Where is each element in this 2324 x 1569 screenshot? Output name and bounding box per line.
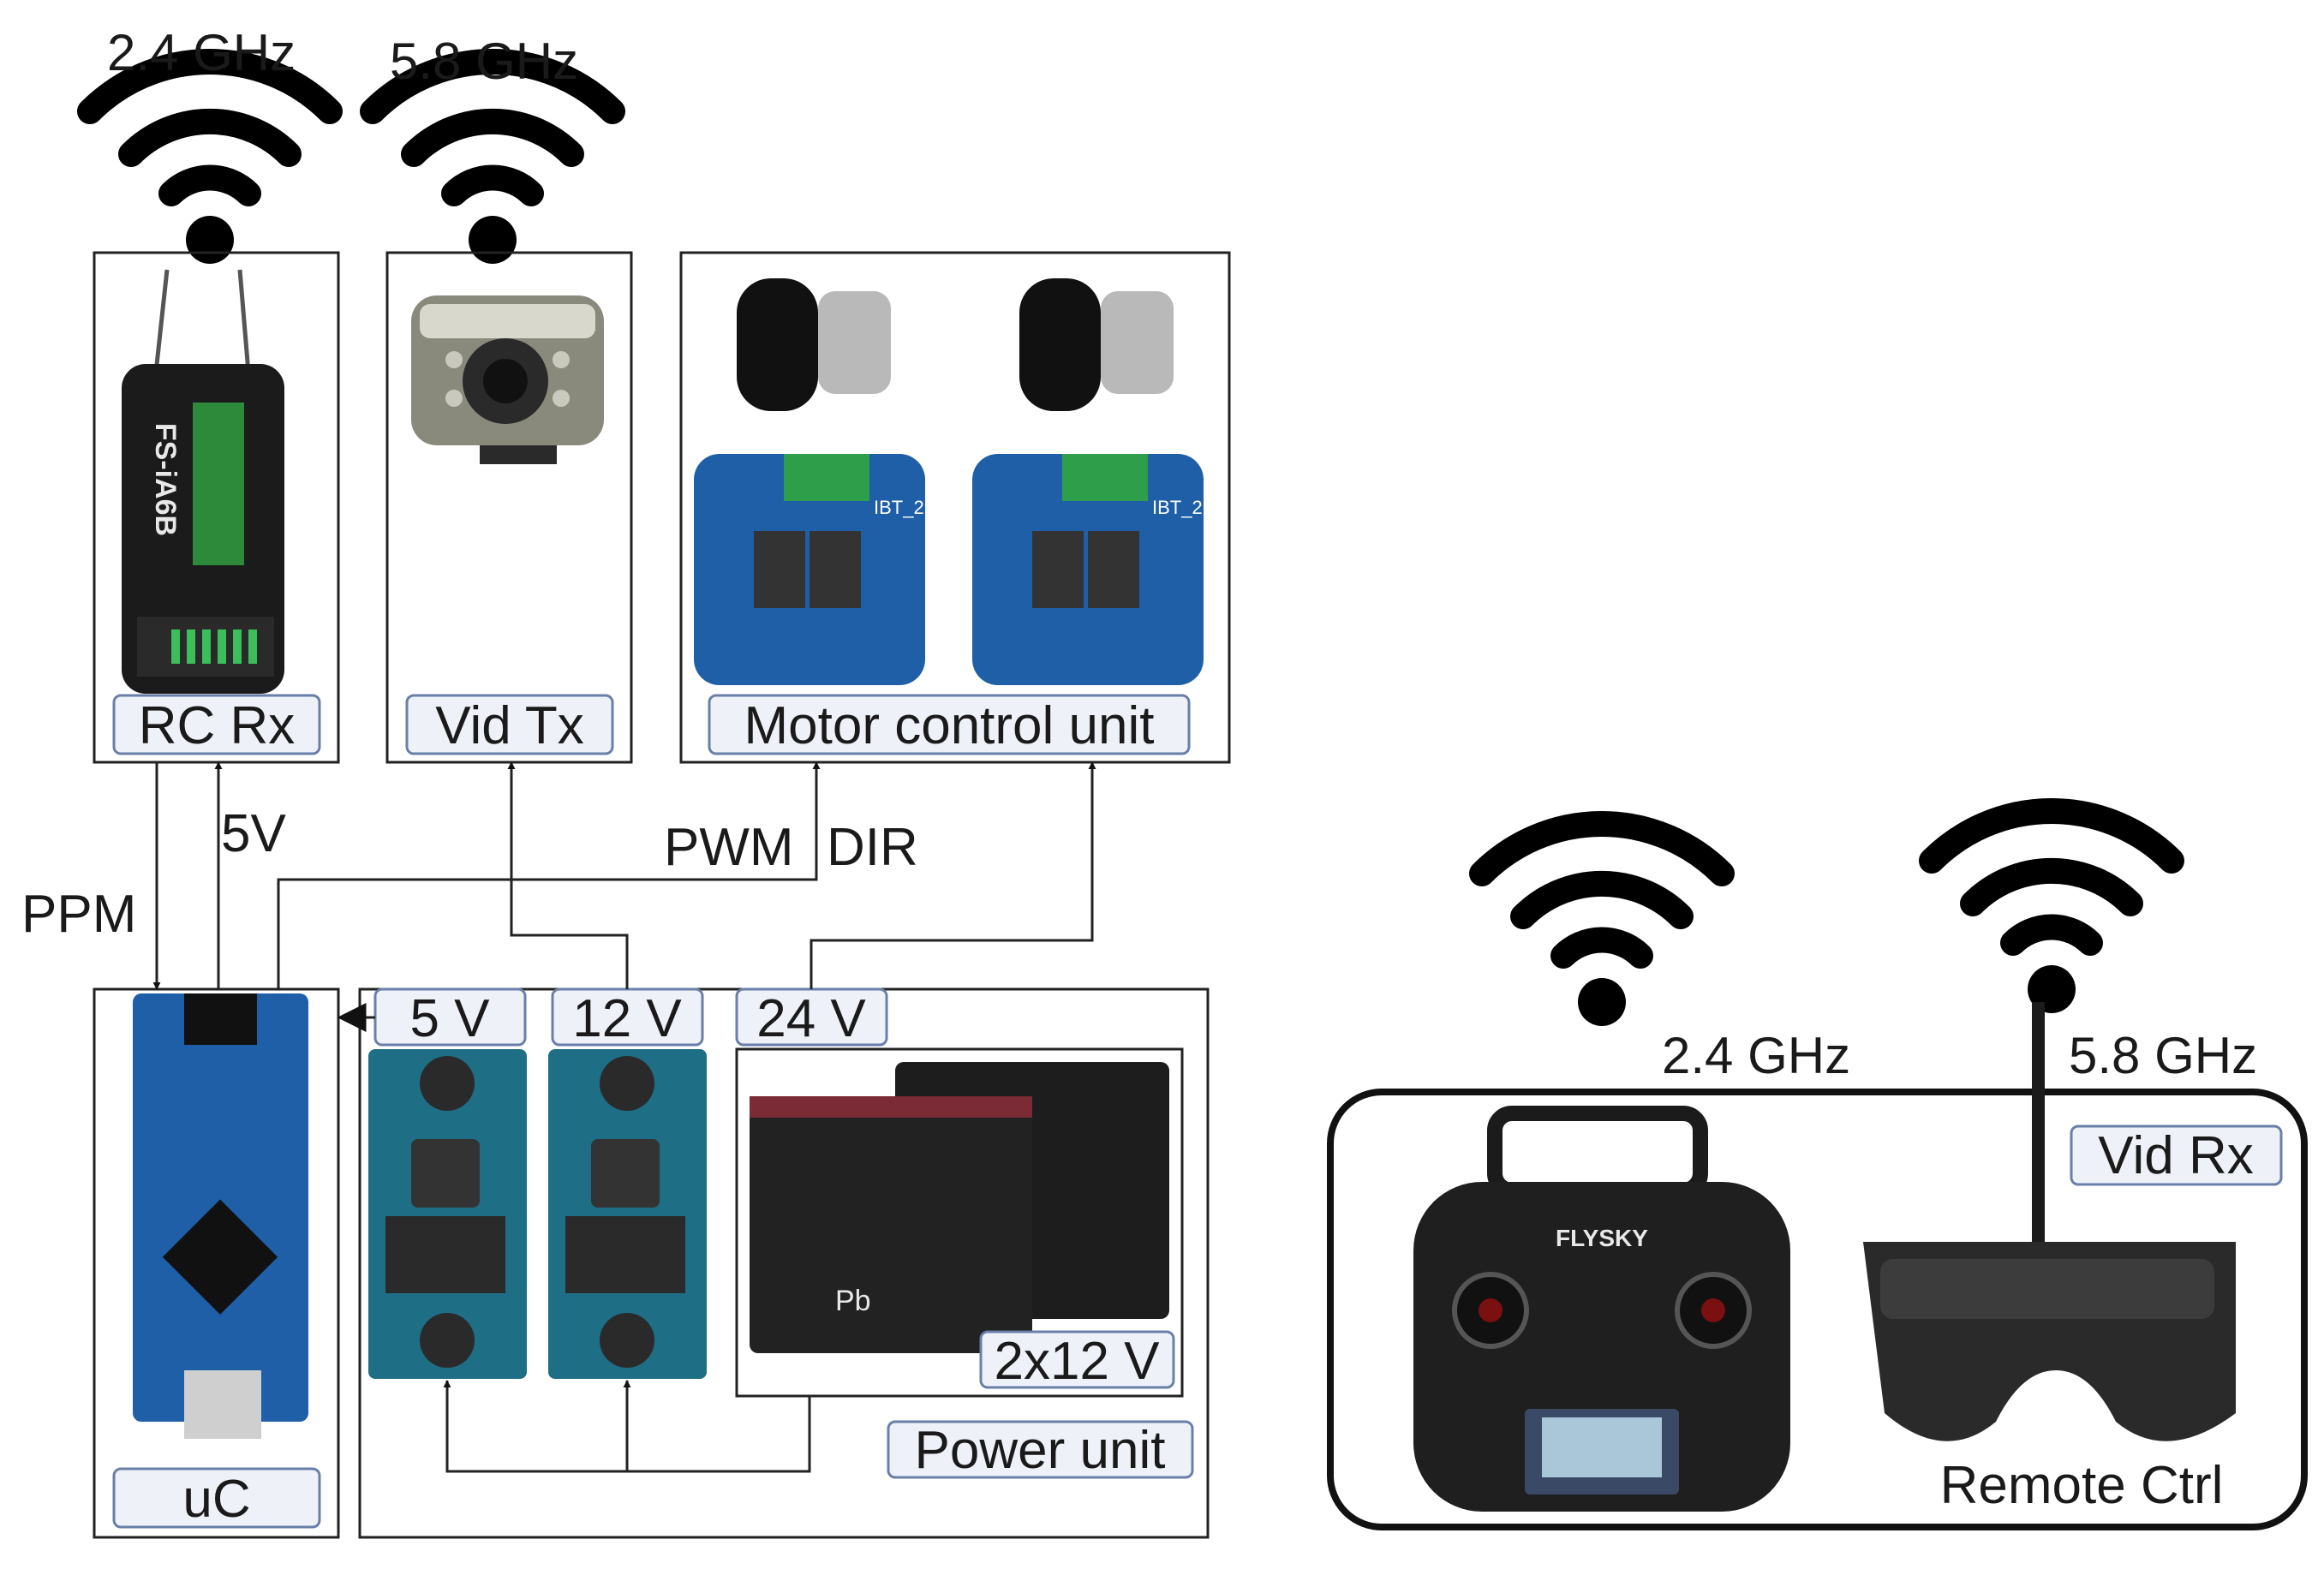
wifi-icon-remote: [1482, 824, 1722, 1026]
signal-5v: 5V: [221, 804, 286, 863]
vid-tx-label-bg: [405, 694, 614, 755]
signal-pwm: PWM: [664, 818, 794, 877]
power-unit-label: Power unit: [915, 1421, 1166, 1480]
arduino-nano-image: [133, 993, 308, 1439]
rx-model-text: FS-iA6B: [149, 423, 182, 536]
v5-label: 5 V: [409, 989, 490, 1048]
uc-label-bg: [112, 1467, 321, 1529]
rc-receiver-image: FS-iA6B: [122, 269, 284, 694]
freq-remote: 2.4 GHz: [1662, 1027, 1850, 1084]
freq-vid-tx: 5.8 GHz: [390, 33, 578, 90]
driver-model-text-2: IBT_2: [1152, 497, 1203, 518]
motor-unit-label-bg: [708, 694, 1191, 755]
v12-label: 12 V: [572, 989, 682, 1048]
rc-rx-label: RC Rx: [139, 696, 296, 755]
power-unit-label-bg: [887, 1420, 1194, 1479]
signal-ppm: PPM: [21, 885, 136, 944]
transmitter-brand-text: FLYSKY: [1556, 1225, 1648, 1251]
wifi-icon-vid-tx: [373, 62, 612, 264]
rc-rx-label-bg: [112, 694, 321, 755]
freq-rc-rx: 2.4 GHz: [107, 24, 296, 81]
vid-tx-label: Vid Tx: [435, 696, 583, 755]
uc-box: [93, 987, 340, 1539]
vid-rx-label-bg: [2070, 1125, 2283, 1186]
wifi-icon-vid-rx: [1932, 811, 2172, 1013]
motor-unit-box: [679, 251, 1231, 764]
battery-image: Pb: [750, 1062, 1169, 1353]
transmitter-image: FLYSKY: [1413, 1106, 1790, 1512]
wire-pwm: [277, 761, 821, 989]
signal-dir: DIR: [827, 818, 918, 877]
uc-label: uC: [182, 1470, 250, 1529]
motor-unit-label: Motor control unit: [744, 696, 1155, 755]
vid-rx-label: Vid Rx: [2098, 1126, 2254, 1185]
camera-image: [411, 295, 604, 464]
wifi-icon-rc: [90, 62, 330, 264]
battery-chem-text: Pb: [835, 1285, 871, 1317]
remote-group-box: [1327, 1089, 2308, 1530]
buck-converter-12v-image: [548, 1049, 707, 1379]
battery-label: 2x12 V: [994, 1332, 1160, 1391]
freq-vid-rx: 5.8 GHz: [2069, 1027, 2257, 1084]
battery-label-bg: [979, 1330, 1175, 1389]
remote-ctrl-label: Remote Ctrl: [1940, 1456, 2224, 1515]
fpv-goggles-image: [1863, 1002, 2236, 1441]
wire-12v-to-vid: [507, 761, 629, 989]
wire-dir: [810, 761, 1096, 989]
motor-driver-image-2: IBT_2: [972, 278, 1204, 685]
buck-converter-5v-image: [368, 1049, 527, 1379]
v24-label: 24 V: [756, 989, 866, 1048]
battery-box: [735, 1047, 1184, 1398]
motor-driver-image-1: IBT_2: [694, 278, 925, 685]
driver-model-text-1: IBT_2: [874, 497, 924, 518]
